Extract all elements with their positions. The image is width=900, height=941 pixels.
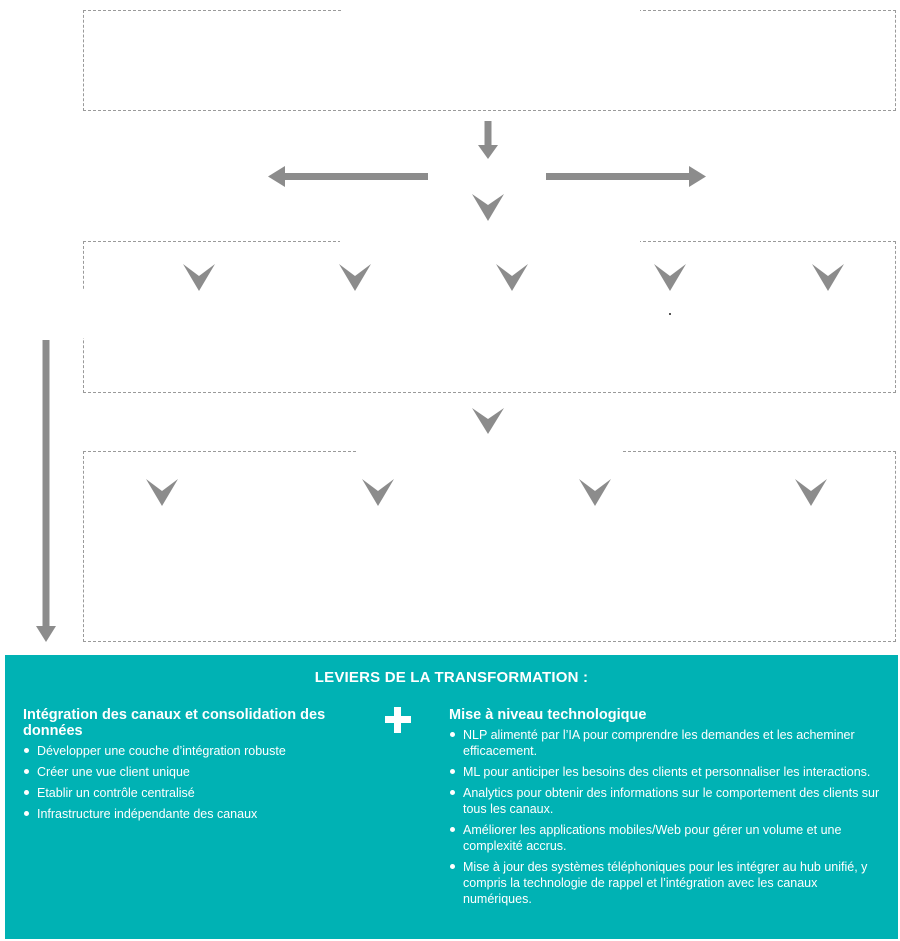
middle-box-left-gap <box>80 290 88 338</box>
list-item: Améliorer les applications mobiles/Web p… <box>449 822 884 854</box>
list-item: Mise à jour des systèmes téléphoniques p… <box>449 859 884 907</box>
stray-dot <box>669 313 671 315</box>
list-item: ML pour anticiper les besoins des client… <box>449 764 884 780</box>
list-item: Infrastructure indépendante des canaux <box>23 806 373 822</box>
left-arrow-icon <box>268 166 428 187</box>
channel-integration-list: Développer une couche d’intégration robu… <box>23 743 373 822</box>
list-item: Développer une couche d’intégration robu… <box>23 743 373 759</box>
chevron-down-icon <box>472 408 504 434</box>
chevron-down-icon <box>579 479 611 506</box>
channel-integration-heading: Intégration des canaux et consolidation … <box>23 707 326 739</box>
channel-integration-column: Intégration des canaux et consolidation … <box>23 707 373 827</box>
long-down-arrow-icon <box>36 340 56 642</box>
middle-box-title-gap <box>340 238 640 244</box>
chevron-down-icon <box>146 479 178 506</box>
chevron-down-icon <box>183 264 215 291</box>
plus-icon <box>383 705 413 735</box>
tech-upgrade-heading: Mise à niveau technologique <box>449 707 647 723</box>
list-item: Etablir un contrôle centralisé <box>23 785 373 801</box>
levers-panel: LEVIERS DE LA TRANSFORMATION : Intégrati… <box>5 655 898 939</box>
chevron-down-icon <box>496 264 528 291</box>
tech-upgrade-list: NLP alimenté par l’IA pour comprendre le… <box>449 727 884 907</box>
top-box-title-gap <box>342 7 640 13</box>
chevron-down-icon <box>654 264 686 291</box>
right-arrow-icon <box>546 166 706 187</box>
chevron-down-icon <box>795 479 827 506</box>
chevron-down-icon <box>472 194 504 221</box>
down-arrow-icon <box>478 121 498 159</box>
list-item: Analytics pour obtenir des informations … <box>449 785 884 817</box>
list-item: NLP alimenté par l’IA pour comprendre le… <box>449 727 884 759</box>
tech-upgrade-column: Mise à niveau technologique NLP alimenté… <box>449 707 884 912</box>
levers-title: LEVIERS DE LA TRANSFORMATION : <box>314 669 589 686</box>
chevron-down-icon <box>339 264 371 291</box>
list-item: Créer une vue client unique <box>23 764 373 780</box>
bottom-box-title-gap <box>356 448 622 454</box>
chevron-down-icon <box>362 479 394 506</box>
chevron-down-icon <box>812 264 844 291</box>
